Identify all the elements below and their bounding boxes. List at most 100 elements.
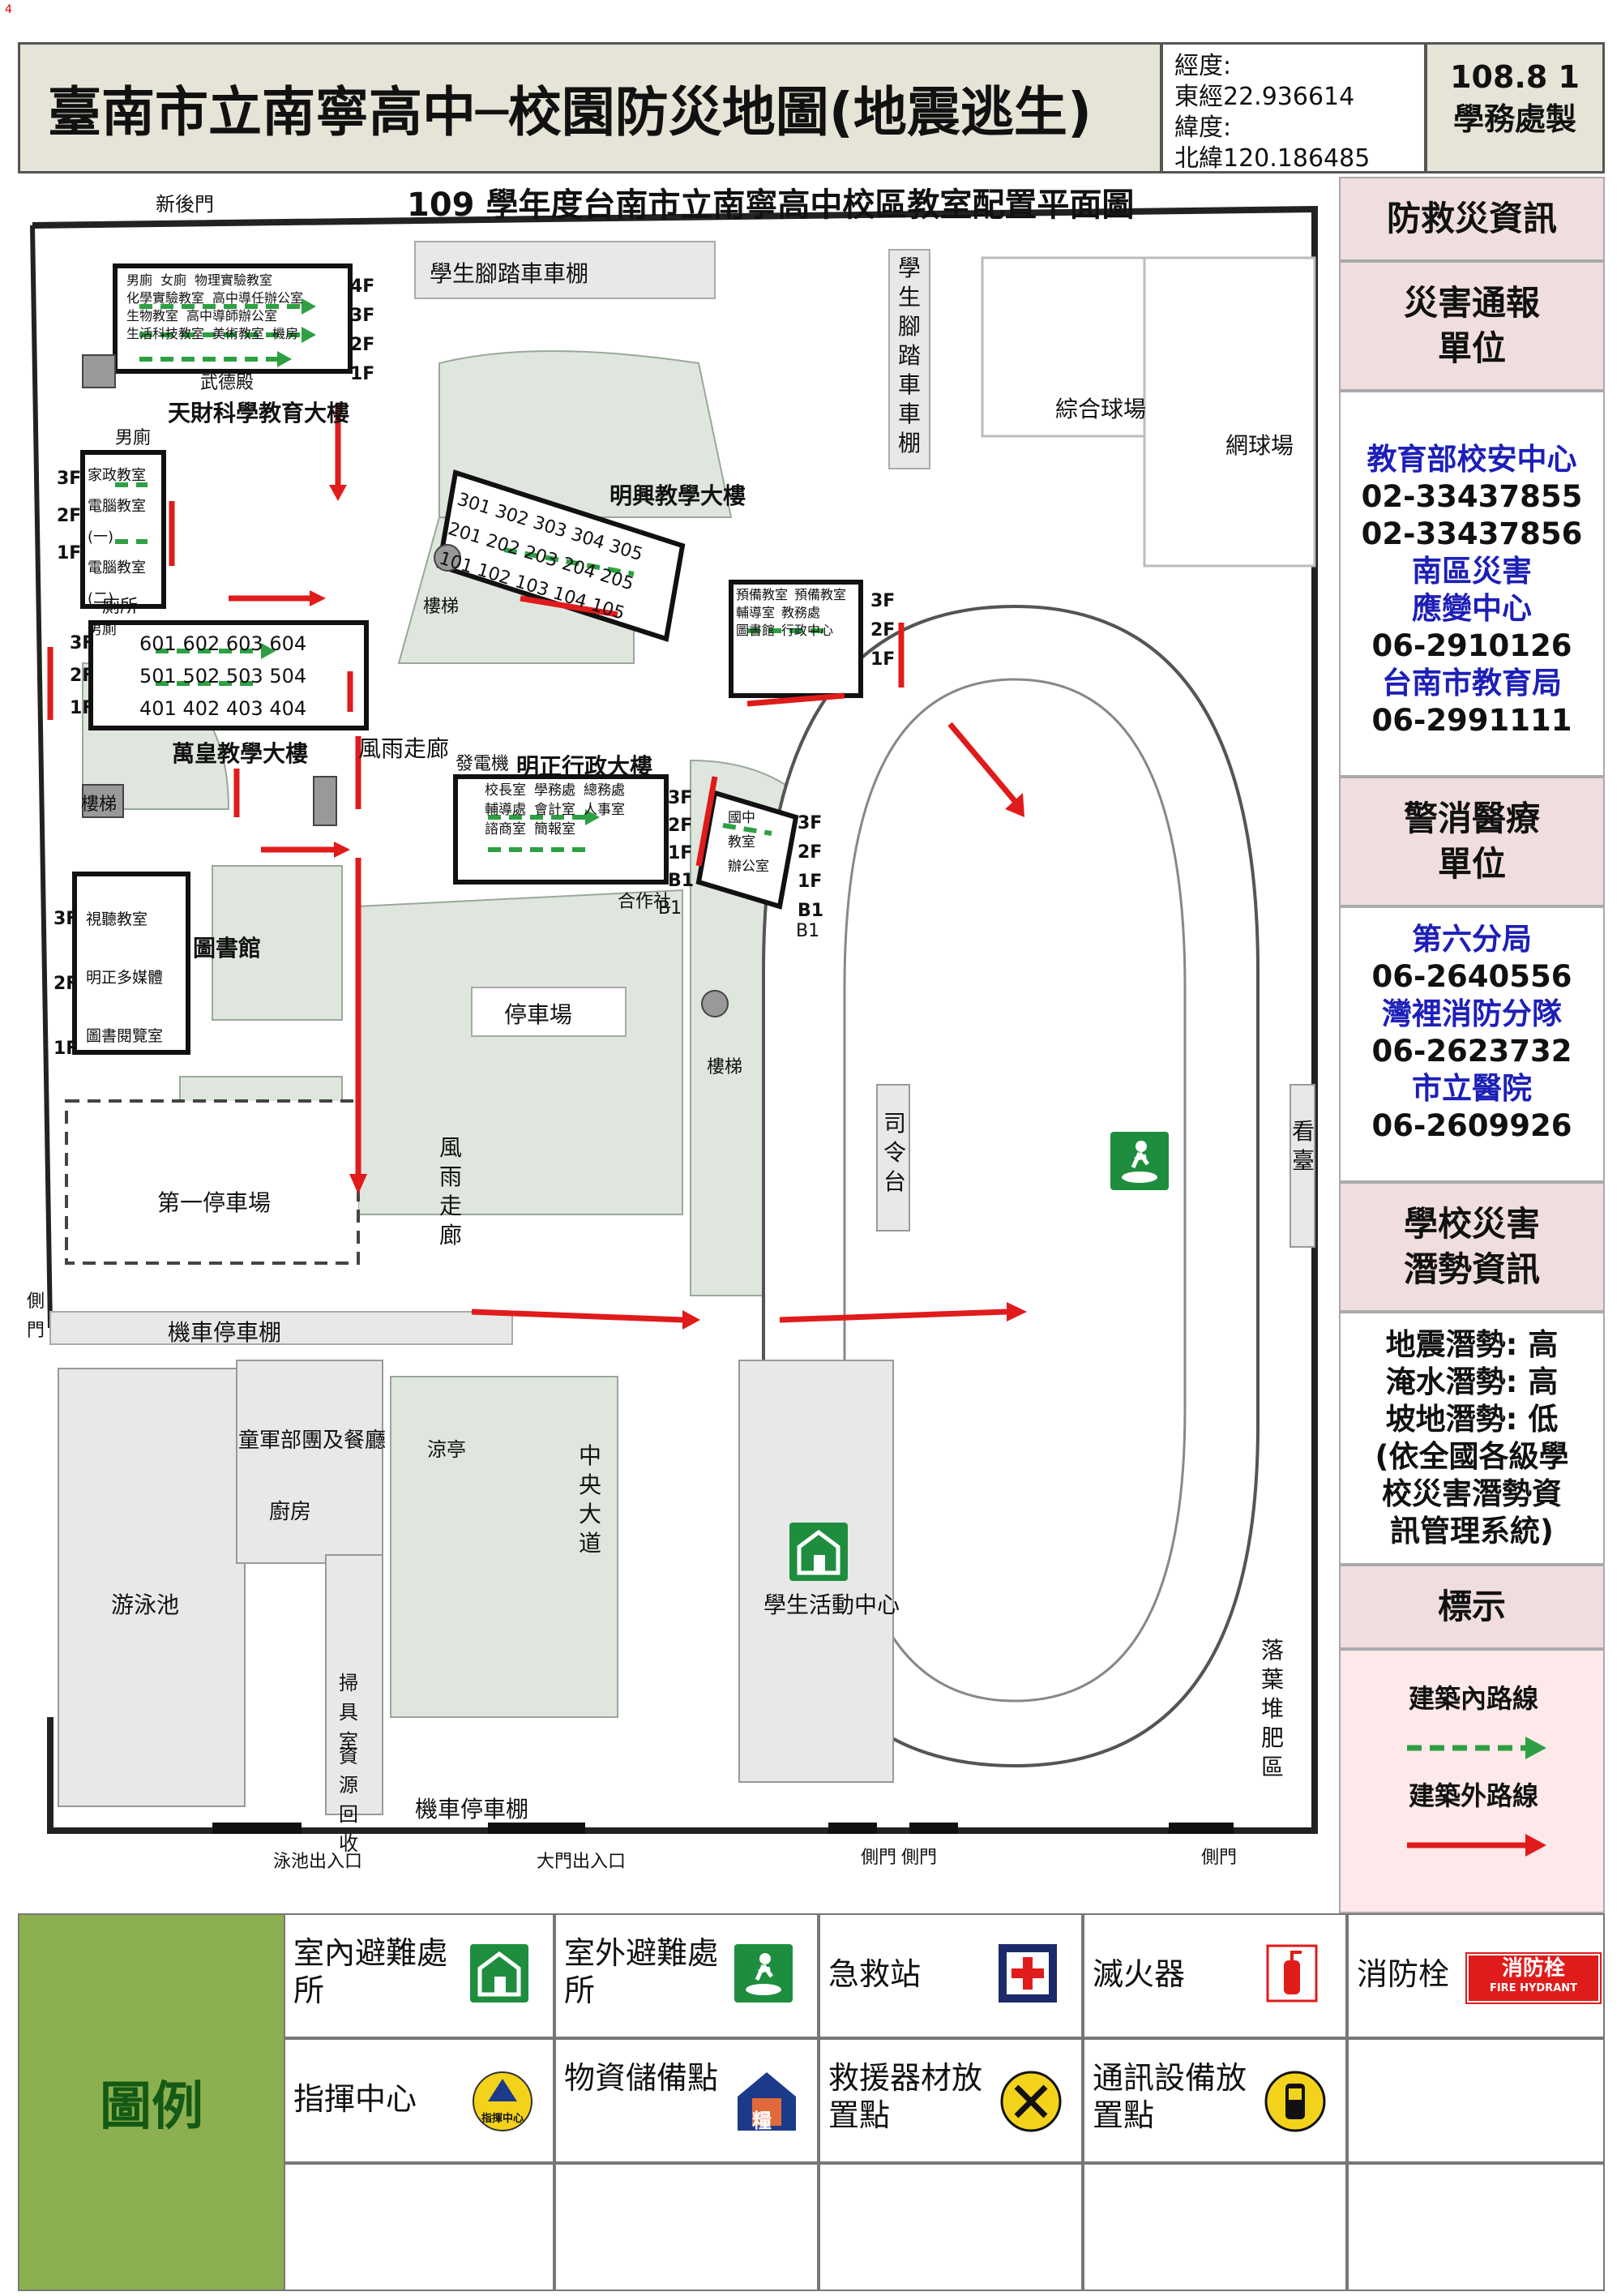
campus-map: 109 學年度台南市立南寧高中校區教室配置平面圖 新後門 學生腳踏車車棚 學生腳… bbox=[18, 177, 1339, 1913]
legend-cell-1-4 bbox=[1347, 2038, 1605, 2163]
potential-line-0: 地震潛勢: 高 bbox=[1385, 1327, 1559, 1362]
running-track-inner bbox=[843, 678, 1187, 1703]
se-room-0: 國中 bbox=[728, 810, 755, 826]
potential-info: 地震潛勢: 高淹水潛勢: 高坡地潛勢: 低(依全國各級學校災害潛勢資訊管理系統) bbox=[1339, 1312, 1605, 1565]
west-room-2: 電腦教室(二) bbox=[88, 559, 146, 607]
wanhuang-row-2: 401 402 403 404 bbox=[139, 697, 307, 720]
se-floor-1: 2F bbox=[798, 842, 823, 863]
date-text: 108.8 1 bbox=[1450, 59, 1580, 95]
stairs-label-3: 樓梯 bbox=[81, 795, 118, 815]
west-room-3: 男廁 bbox=[88, 621, 117, 638]
fire-extinguisher-icon bbox=[1263, 1944, 1321, 2006]
toilet-m-label: 男廁 bbox=[115, 428, 152, 448]
police-line-1: 06-2640556 bbox=[1371, 959, 1572, 994]
stairs-label-2: 樓梯 bbox=[707, 1057, 743, 1077]
report-line-1: 02-33437855 bbox=[1361, 479, 1583, 514]
route-legend: 建築內路線 建築外路線 bbox=[1339, 1649, 1605, 1913]
tennis-label: 網球場 bbox=[1225, 432, 1294, 459]
pool-label: 游泳池 bbox=[111, 1591, 180, 1618]
wanhuang-floor-0: 3F bbox=[70, 633, 95, 653]
b1-label-1: B1 bbox=[658, 898, 682, 919]
tiancai-room-7: 生活科技教室 bbox=[126, 326, 205, 341]
west-block-room-list: 家政教室電腦教室(一) 電腦教室(二) 男廁 bbox=[88, 460, 162, 645]
recycle-label: 資源回收 bbox=[339, 1745, 358, 1855]
tiancai-room-2: 物理實驗教室 bbox=[195, 272, 273, 288]
communication-device-icon bbox=[1263, 2069, 1328, 2137]
latitude-value: 北緯120.186485 bbox=[1174, 144, 1371, 173]
wanhuang-label: 萬皇教學大樓 bbox=[172, 740, 309, 767]
tiancai-floor-1: 3F bbox=[350, 306, 375, 326]
potential-title: 學校災害潛勢資訊 bbox=[1339, 1182, 1605, 1312]
east-room-3: 教務處 bbox=[781, 605, 821, 620]
co-op-label: 合作社 bbox=[618, 892, 672, 912]
tiancai-room-8: 美術教室 bbox=[212, 326, 265, 341]
west-room-1: 電腦教室(一) bbox=[88, 498, 146, 546]
tiancai-floor-0: 4F bbox=[350, 276, 375, 297]
legend-title-cell: 圖例 bbox=[18, 1913, 285, 2291]
report-line-7: 06-2991111 bbox=[1371, 703, 1572, 738]
report-line-2: 02-33437856 bbox=[1361, 516, 1583, 551]
kitchen-label: 廚房 bbox=[269, 1500, 312, 1524]
stand-label: 看臺 bbox=[1291, 1118, 1315, 1174]
library-room-2: 圖書閱覽室 bbox=[86, 1027, 164, 1045]
page-marker: 4 bbox=[5, 3, 12, 16]
pavilion-label: 涼亭 bbox=[427, 1438, 466, 1461]
west-room-0: 家政教室 bbox=[88, 467, 146, 484]
east-block-room-list: 預備教室預備教室輔導室教務處圖書館行政中心 bbox=[736, 587, 858, 639]
tiancai-building bbox=[113, 263, 353, 374]
power-room-label: 發電機 bbox=[456, 754, 510, 774]
tool-room-label: 掃具室 bbox=[339, 1672, 358, 1753]
mingxing-building bbox=[436, 469, 686, 642]
wanhuang-floor-2: 1F bbox=[70, 698, 95, 718]
corridor-label: 風雨走廊 bbox=[358, 735, 450, 762]
activity-center-label: 學生活動中心 bbox=[763, 1591, 900, 1618]
legend-title-right-text: 標示 bbox=[1437, 1587, 1506, 1626]
stairs-label-1: 樓梯 bbox=[423, 597, 460, 617]
legend-label-8: 通訊設備放置點 bbox=[1093, 2060, 1247, 2133]
side-gate-2-label: 側門 bbox=[901, 1848, 938, 1868]
bike-shed-vertical-label: 學生腳踏車車棚 bbox=[897, 255, 921, 456]
library-label: 圖書館 bbox=[193, 935, 262, 962]
coordinates-box: 經度: 東經22.936614 緯度: 北緯120.186485 bbox=[1161, 42, 1426, 173]
admin-room-5: 人事室 bbox=[584, 802, 625, 818]
se-floor-2: 1F bbox=[798, 872, 823, 892]
west-floor-2: 1F bbox=[57, 543, 82, 563]
se-floor-3: B1 bbox=[798, 901, 824, 921]
se-block bbox=[695, 790, 799, 910]
side-gate-3-label: 側門 bbox=[1201, 1848, 1238, 1868]
library-floor-2: 1F bbox=[53, 1039, 79, 1059]
command-center-icon bbox=[470, 2069, 535, 2137]
potential-line-1: 淹水潛勢: 高 bbox=[1385, 1364, 1559, 1399]
east-room-5: 行政中心 bbox=[781, 623, 834, 638]
west-block bbox=[80, 450, 166, 609]
wanhuang-building bbox=[88, 620, 369, 730]
west-floor-0: 3F bbox=[57, 469, 82, 489]
east-room-1: 預備教室 bbox=[794, 587, 847, 602]
campus-map-drawing bbox=[30, 205, 1318, 1834]
court-label: 綜合球場 bbox=[1055, 396, 1147, 422]
police-line-0: 第六分局 bbox=[1412, 922, 1532, 957]
tiancai-room-9: 機房 bbox=[272, 326, 299, 341]
library-floor-0: 3F bbox=[53, 909, 79, 929]
admin-room-4: 會計室 bbox=[534, 802, 575, 818]
se-block-floors: 3F 2F 1F B1 bbox=[798, 809, 823, 926]
legend-label-1: 室外避難處所 bbox=[564, 1935, 719, 2008]
tiancai-room-3: 化學實驗教室 bbox=[126, 290, 205, 306]
outside-route-heads bbox=[310, 485, 1027, 1330]
indoor-shelter-icon bbox=[470, 1944, 528, 2006]
admin-room-2: 總務處 bbox=[584, 782, 625, 799]
west-floor-1: 2F bbox=[57, 506, 82, 526]
se-block-room-list: 國中教室辦公室 bbox=[728, 806, 785, 879]
admin-floor-2: 1F bbox=[668, 843, 693, 863]
admin-room-6: 諮商室 bbox=[485, 821, 526, 837]
police-title-text: 警消醫療單位 bbox=[1403, 799, 1540, 884]
tiancai-room-0: 男廁 bbox=[126, 272, 153, 288]
se-floor-0: 3F bbox=[798, 813, 823, 833]
mingzheng-label: 明正行政大樓 bbox=[516, 753, 653, 780]
inside-routes bbox=[115, 304, 828, 852]
east-floor-1: 2F bbox=[870, 620, 896, 640]
